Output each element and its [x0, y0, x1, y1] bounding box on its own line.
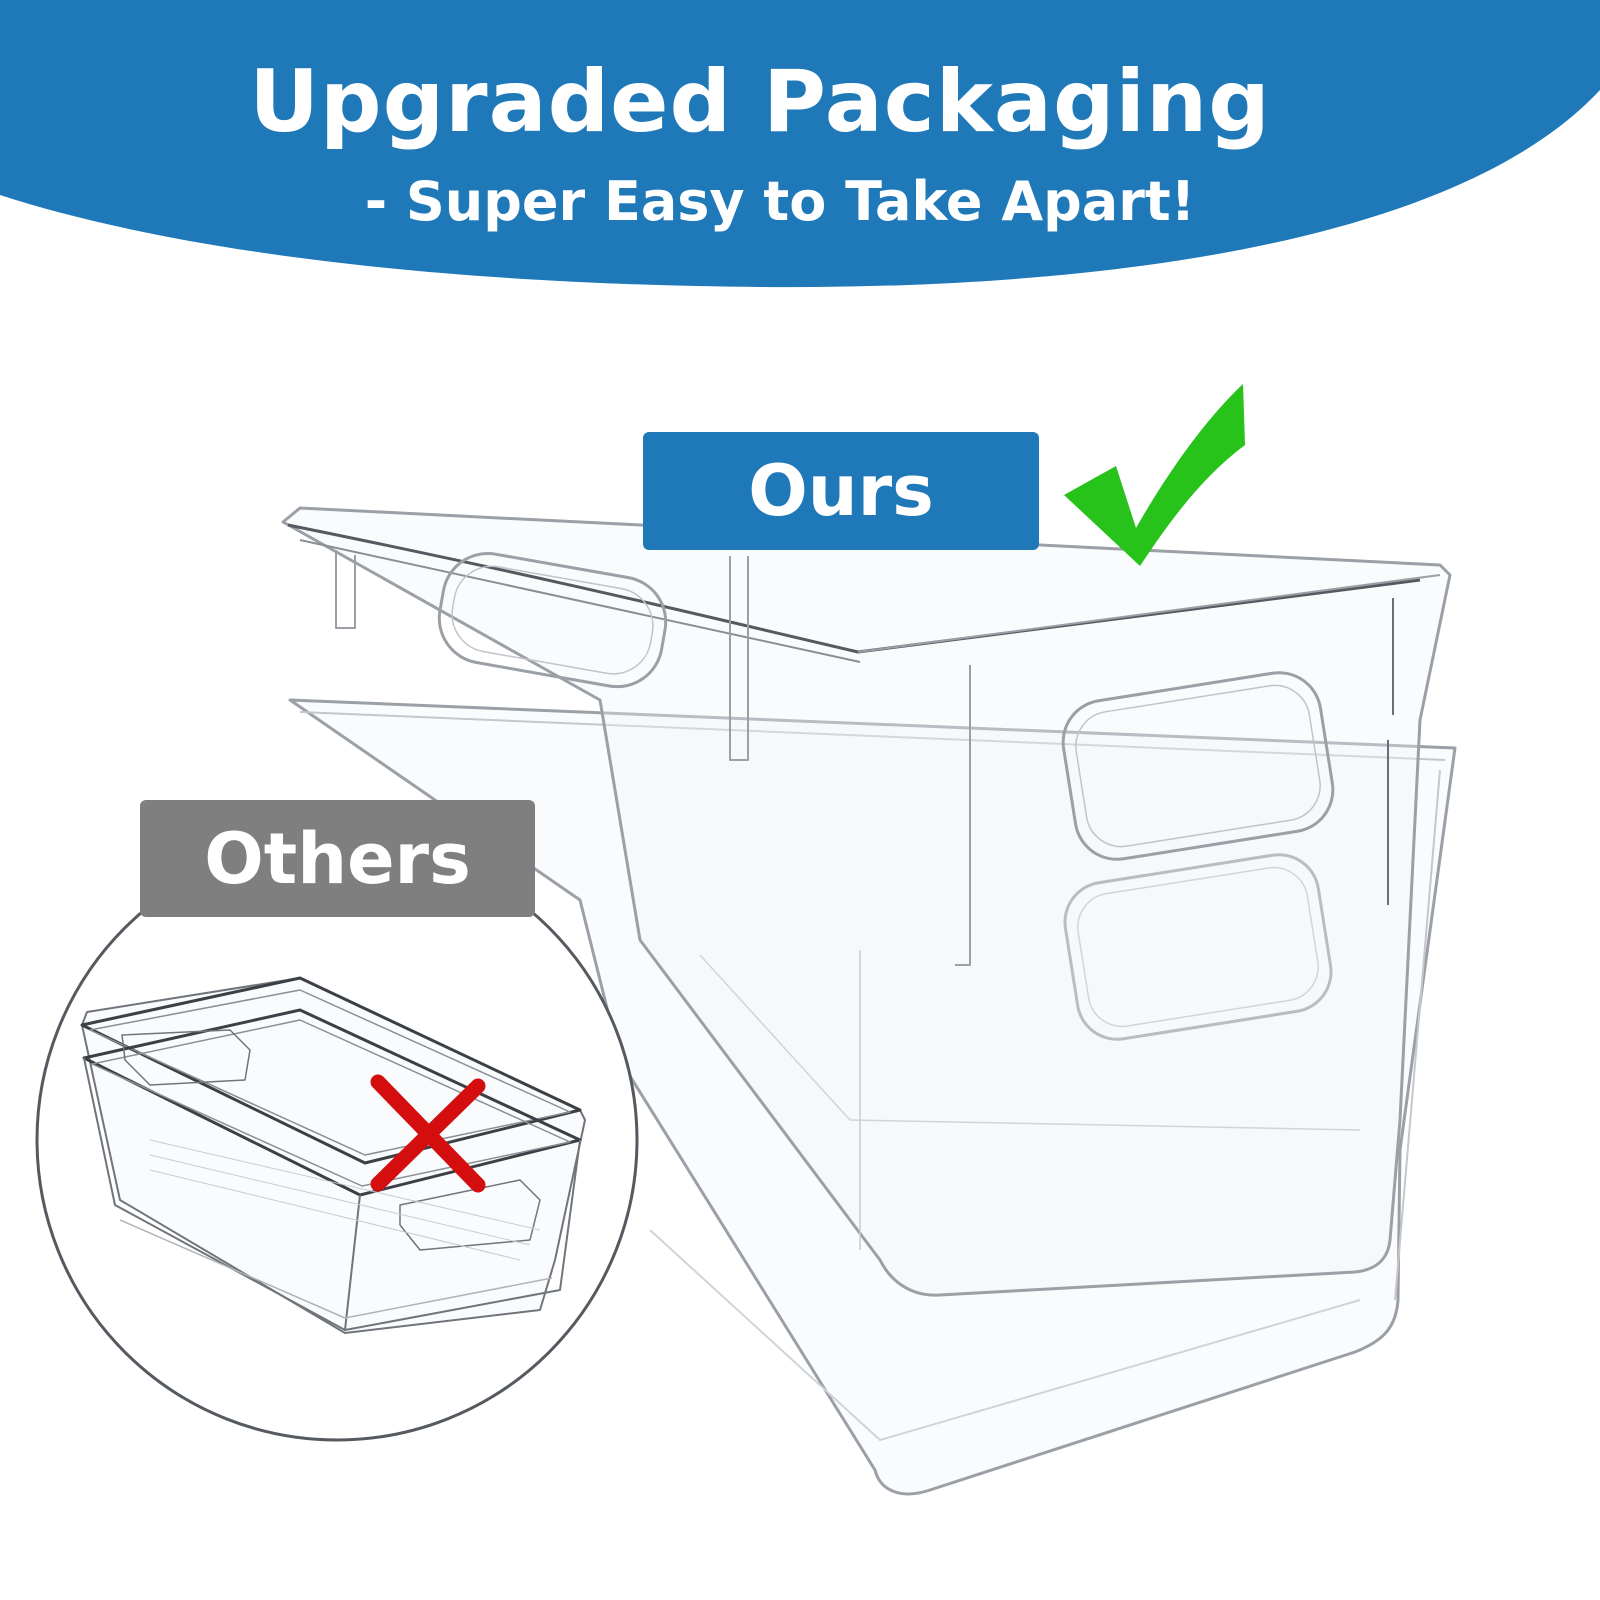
- stacked-bins-ours: [281, 506, 1457, 1496]
- upper-bin: [281, 506, 1452, 1297]
- page-subtitle: - Super Easy to Take Apart!: [364, 170, 1196, 233]
- comparison-circle: [35, 838, 639, 1442]
- stacked-bins-others: [80, 976, 586, 1334]
- page-title: Upgraded Packaging: [249, 52, 1271, 152]
- ours-label: Ours: [643, 432, 1039, 550]
- header-banner: [0, 0, 1600, 288]
- checkmark-icon: [1064, 384, 1245, 566]
- cross-icon: [370, 1074, 486, 1193]
- others-label: Others: [140, 800, 535, 917]
- lower-bin: [288, 698, 1457, 1496]
